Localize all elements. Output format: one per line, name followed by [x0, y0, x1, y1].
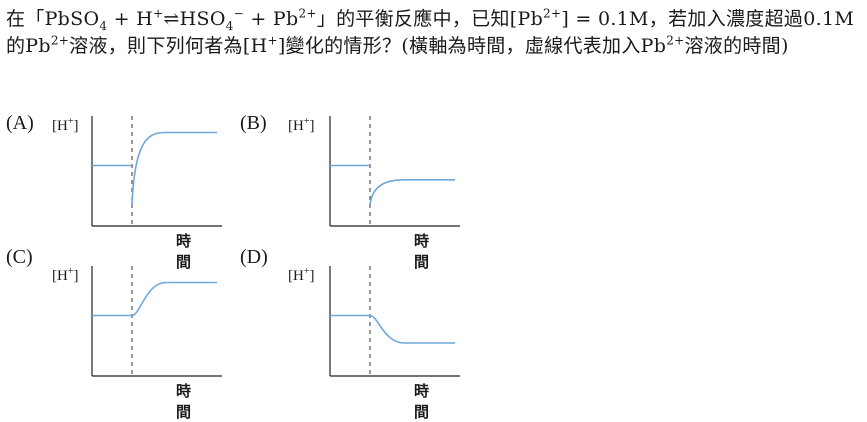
- q-part: ]變化的情形？(橫軸為時間，虛線代表加入Pb: [277, 35, 667, 57]
- panel-d: (D) [H+] 時間: [240, 244, 460, 421]
- q-part: 溶液的時間): [684, 35, 789, 57]
- panel-c: (C) [H+] 時間: [0, 244, 222, 421]
- x-axis-label: 時間: [176, 382, 192, 421]
- q-part: + H: [107, 8, 154, 30]
- option-label[interactable]: (B): [240, 112, 267, 134]
- q-part: ] = 0.1M，若加入濃度超過0.1M的Pb: [6, 8, 855, 57]
- chart-a: [91, 116, 222, 227]
- q-sup: −: [233, 6, 245, 21]
- x-axis-label: 時間: [176, 232, 192, 271]
- q-sup: 2+: [50, 33, 70, 48]
- q-part: 」的平衡反應中，已知[Pb: [316, 8, 544, 30]
- x-axis-label: 時間: [414, 232, 430, 271]
- y-axis-label: [H+]: [288, 116, 315, 134]
- option-label[interactable]: (C): [6, 246, 33, 268]
- q-sub: 4: [99, 18, 108, 33]
- chart-d: [329, 266, 460, 377]
- series-line-after: [369, 314, 455, 344]
- option-label[interactable]: (D): [240, 246, 268, 268]
- y-axis-label: [H+]: [52, 116, 79, 134]
- q-part: + Pb: [244, 8, 299, 30]
- option-label[interactable]: (A): [6, 112, 34, 134]
- q-sup: 2+: [298, 6, 317, 21]
- y-axis-label: [H+]: [52, 266, 79, 284]
- q-sup: 2+: [666, 33, 685, 48]
- chart-c: [91, 266, 222, 377]
- series-line-after: [131, 131, 217, 205]
- q-part: ⇌HSO: [163, 8, 226, 30]
- q-part: 在「PbSO: [6, 8, 100, 30]
- x-axis-label: 時間: [414, 382, 430, 421]
- panel-a: (A) [H+] 時間: [0, 110, 222, 271]
- q-sup: 2+: [543, 6, 562, 21]
- q-sub: 4: [225, 18, 234, 33]
- q-part: 溶液，則下列何者為[H: [69, 35, 268, 57]
- y-axis-label: [H+]: [288, 266, 315, 284]
- q-sup: +: [153, 6, 164, 21]
- series-line-after: [369, 179, 455, 205]
- q-sup: +: [267, 33, 278, 48]
- series-line-after: [131, 281, 217, 317]
- panel-b: (B) [H+] 時間: [240, 110, 460, 271]
- chart-b: [329, 116, 460, 227]
- question-text: 在「PbSO4 + H+⇌HSO4− + Pb2+」的平衡反應中，已知[Pb2+…: [6, 6, 864, 60]
